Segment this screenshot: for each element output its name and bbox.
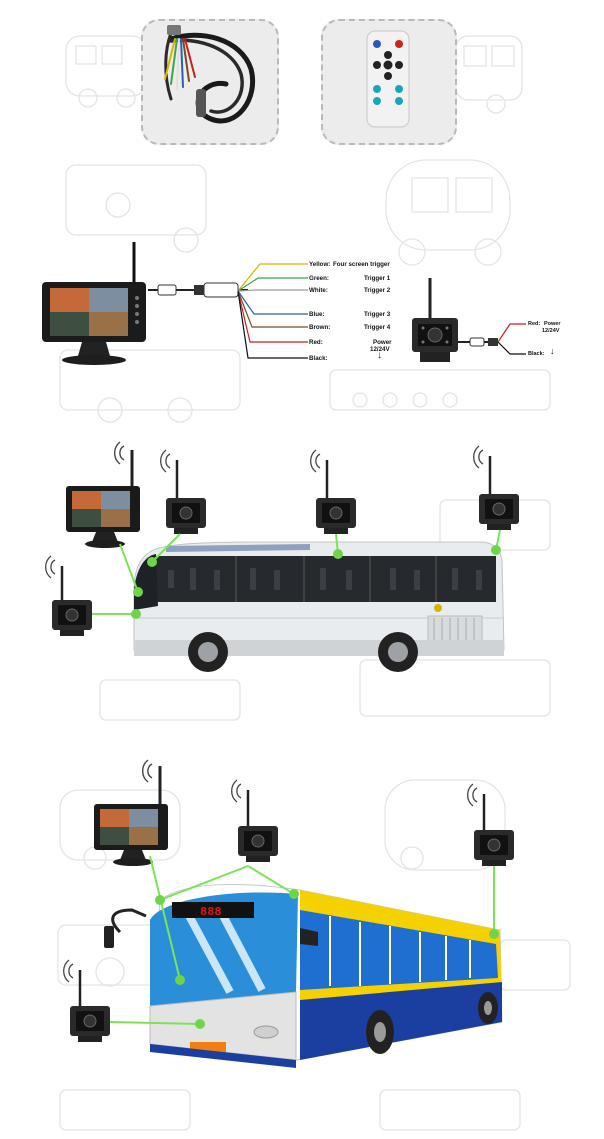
wire-harness-image [164, 25, 255, 124]
wire-blue-label: Blue: [309, 311, 325, 318]
citybus-camera-1 [231, 779, 278, 862]
wire-white-function: Trigger 2 [364, 287, 391, 294]
citybus-installation-scene: 888 [63, 759, 514, 1068]
camera-red-voltage: 12/24V [542, 328, 560, 334]
wire-red-voltage: 12/24V [370, 346, 390, 353]
wire-fanout [237, 263, 308, 359]
wire-brown-label: Brown: [309, 324, 331, 331]
camera-red-function: Power [544, 321, 561, 327]
camera-ground-arrow-icon: ↓ [550, 346, 555, 356]
wire-blue-function: Trigger 3 [364, 311, 391, 318]
camera-red-label: Red: [528, 321, 541, 327]
camera-image-wiring [412, 278, 498, 362]
ground-arrow-icon: ↓ [377, 350, 382, 361]
wire-green-label: Green: [309, 275, 329, 282]
cable-accessory-box [141, 19, 279, 145]
camera-black-label: Black: [528, 351, 545, 357]
remote-control-image [366, 30, 410, 128]
front-destination-display: 888 [200, 905, 222, 919]
wire-yellow-label: Yellow: [309, 261, 331, 268]
camera-wire-fanout [497, 323, 526, 355]
monitor-image [42, 242, 146, 365]
coach-camera-1 [160, 449, 206, 534]
wire-black-label: Black: [309, 355, 328, 362]
coach-camera-2 [310, 449, 356, 534]
citybus-camera-3 [63, 959, 110, 1042]
wire-red-label: Red: [309, 339, 323, 346]
coach-camera-3 [473, 445, 519, 530]
coach-installation-scene [45, 441, 519, 672]
wire-brown-function: Trigger 4 [364, 324, 391, 331]
coach-camera-4 [45, 555, 92, 636]
wire-yellow-function: Four screen trigger [333, 261, 390, 268]
wire-green-function: Trigger 1 [364, 275, 391, 282]
citybus-camera-2 [467, 783, 514, 866]
monitor-cable-connector [148, 282, 248, 298]
wire-white-label: White: [309, 287, 328, 294]
wire-red-function: Power [373, 339, 392, 346]
